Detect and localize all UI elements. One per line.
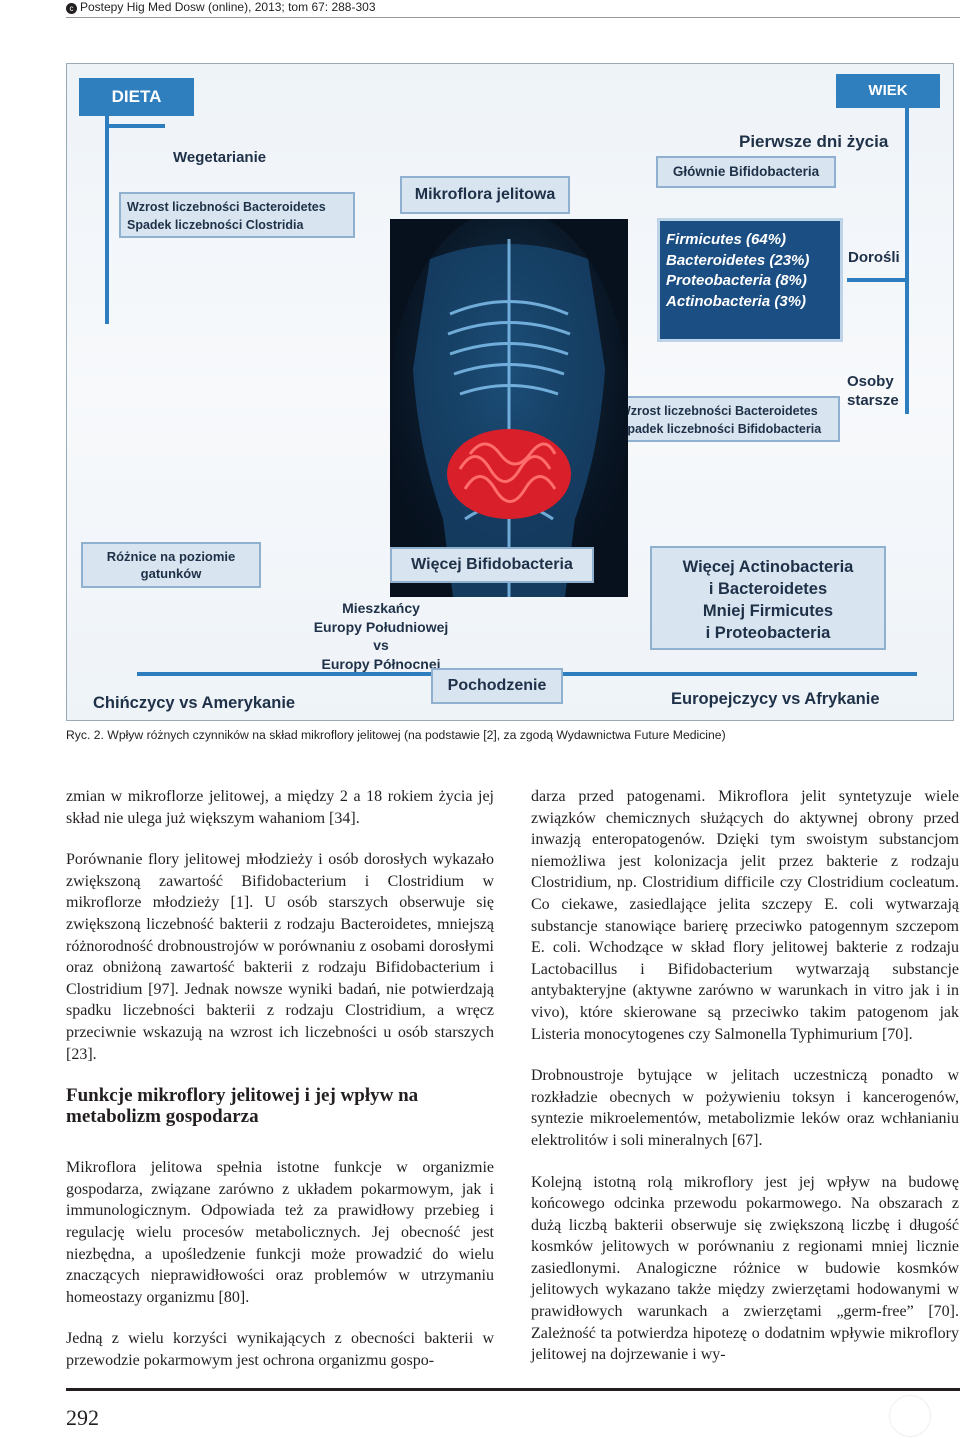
body-illustration (390, 219, 628, 597)
running-header-text: Postepy Hig Med Dosw (online), 2013; tom… (80, 0, 376, 14)
wegetarianie-label: Wegetarianie (173, 149, 267, 166)
mieszkancy-line-4: Europy Północnej (321, 655, 441, 672)
pierwsze-label: Pierwsze dni życia (739, 132, 889, 151)
anatomy-image (390, 219, 628, 597)
dieta-line (105, 104, 109, 324)
section-heading: Funkcje mikroflory jelitowej i jej wpływ… (66, 1085, 419, 1128)
mieszkancy-line-1: Mieszkańcy (342, 600, 420, 616)
europejczycy-label: Europejczycy vs Afrykanie (671, 690, 880, 708)
right-paragraph-1: darza przed patogenami. Mikroflora jelit… (531, 788, 959, 1043)
copyright-icon: c (66, 3, 77, 14)
osoby-line-2: starsze (847, 392, 899, 409)
mieszkancy-label: Mieszkańcy Europy Południowej vs Europy … (305, 599, 457, 673)
dorosli-label: Dorośli (848, 249, 900, 266)
wiek-box: WIEK (836, 74, 940, 108)
wiecej-act-line-3: Mniej Firmicutes (702, 602, 834, 620)
wiecej-act-box: Więcej Actinobacteria i Bacteroidetes Mn… (650, 546, 886, 650)
composition-proteobacteria: Proteobacteria (8%) (666, 272, 807, 289)
composition-bacteroidetes: Bacteroidetes (23%) (666, 251, 810, 269)
vegetarian-line-2: Spadek liczebności Clostridia (127, 218, 304, 232)
dieta-branch (105, 124, 165, 128)
right-paragraph-2: Drobnoustroje bytujące w jelitach uczest… (531, 1067, 959, 1149)
roznice-box: Różnice na poziomie gatunków (81, 542, 261, 588)
left-paragraph-4: Jedną z wielu korzyści wynikających z ob… (66, 1330, 494, 1369)
glownie-box: Głównie Bifidobacteria (656, 156, 836, 188)
composition-box: Firmicutes (64%) Bacteroidetes (23%) Pro… (657, 218, 843, 342)
watermark-icon (889, 1395, 931, 1437)
intestines-shape (447, 429, 571, 519)
roznice-line-2: gatunków (140, 566, 202, 581)
left-paragraph-2: Porównanie flory jelitowej młodzieży i o… (66, 851, 494, 1063)
figure: DIETA WIEK Wegetarianie Wzrost liczebnoś… (66, 63, 954, 721)
composition-actinobacteria: Actinobacteria (3%) (666, 292, 807, 310)
wiecej-bif-box: Więcej Bifidobacteria (390, 547, 594, 583)
osoby-line-1: Osoby (847, 373, 894, 390)
elderly-line-2: Spadek liczebności Bifidobacteria (619, 422, 822, 436)
footer-rule (66, 1388, 960, 1391)
left-column: zmian w mikroflorze jelitowej, a między … (66, 786, 494, 1391)
composition-firmicutes: Firmicutes (64%) (666, 231, 787, 248)
wiecej-act-line-2: i Bacteroidetes (708, 580, 828, 598)
elderly-line-1: Wzrost liczebności Bacteroidetes (619, 404, 818, 418)
right-paragraph-3: Kolejną istotną rolą mikroflory jest jej… (531, 1173, 959, 1364)
vegetarian-box: Wzrost liczebności Bacteroidetes Spadek … (119, 192, 355, 238)
wiek-line (905, 104, 909, 414)
left-paragraph-3: Mikroflora jelitowa spełnia istotne funk… (66, 1159, 494, 1306)
osoby-label: Osoby starsze (847, 372, 899, 410)
roznice-line-1: Różnice na poziomie (106, 549, 236, 564)
elderly-box: Wzrost liczebności Bacteroidetes Spadek … (612, 396, 840, 442)
vegetarian-line-1: Wzrost liczebności Bacteroidetes (127, 200, 326, 214)
figure-caption: Ryc. 2. Wpływ różnych czynników na skład… (66, 728, 726, 742)
mieszkancy-line-3: vs (373, 637, 389, 653)
right-column: darza przed patogenami. Mikroflora jelit… (531, 786, 959, 1386)
page-number: 292 (66, 1405, 99, 1430)
pochodzenie-box: Pochodzenie (431, 668, 563, 704)
mieszkancy-line-2: Europy Południowej (313, 618, 449, 635)
header-rule (66, 17, 960, 18)
wiecej-act-line-4: i Proteobacteria (705, 624, 831, 642)
wiecej-act-line-1: Więcej Actinobacteria (682, 558, 854, 576)
dieta-box: DIETA (79, 78, 194, 116)
chinczycy-label: Chińczycy vs Amerykanie (93, 694, 296, 712)
mikroflora-box: Mikroflora jelitowa (400, 176, 570, 214)
dorosli-connector (847, 278, 907, 282)
left-paragraph-1: zmian w mikroflorze jelitowej, a między … (66, 788, 494, 827)
